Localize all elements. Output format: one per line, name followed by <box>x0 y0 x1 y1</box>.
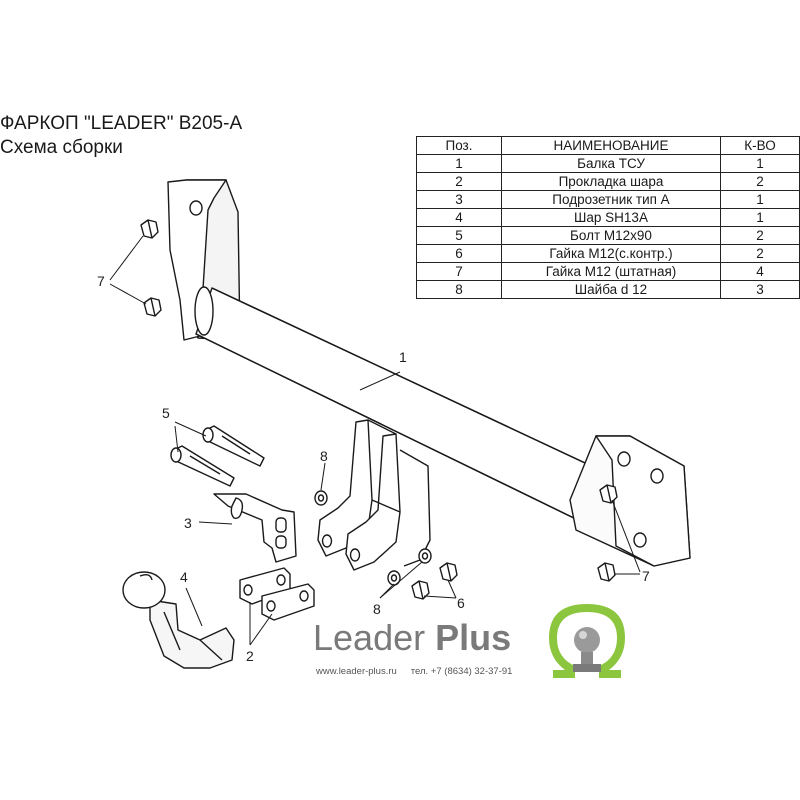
cell-name: Шайба d 12 <box>501 280 721 299</box>
header-name: НАИМЕНОВАНИЕ <box>501 136 721 155</box>
nut-left-upper <box>140 219 159 239</box>
bolt-upper <box>202 425 265 467</box>
callout-8-upper: 8 <box>320 448 328 464</box>
callout-8-lower: 8 <box>373 601 381 617</box>
cell-pos: 8 <box>416 280 502 299</box>
callout-3: 3 <box>184 515 192 531</box>
callout-2: 2 <box>246 648 254 664</box>
leader-lines <box>109 235 641 646</box>
washer-middle <box>418 548 432 564</box>
callout-1: 1 <box>399 349 407 365</box>
drawing-title: ФАРКОП "LEADER" B205-A Схема сборки <box>0 112 242 160</box>
right-mount-plate <box>569 435 691 567</box>
brand-name-light: Leader <box>313 617 426 658</box>
bolt-lower <box>170 445 235 487</box>
callout-7-right: 7 <box>642 568 650 584</box>
brand-contacts: www.leader-plus.ru тел. +7 (8634) 32-37-9… <box>316 666 512 677</box>
socket-bracket <box>213 493 297 563</box>
nut-lock-upper <box>439 562 458 582</box>
ball-mount-plates <box>317 419 431 571</box>
nut-lock-lower <box>411 580 430 600</box>
tow-ball <box>122 571 235 669</box>
cell-qty: 3 <box>720 280 800 299</box>
ball-spacer-2 <box>261 583 315 621</box>
website-text: www.leader-plus.ru <box>316 666 397 677</box>
callout-5: 5 <box>162 405 170 421</box>
cell-name: Подрозетник тип А <box>501 190 721 209</box>
washer-upper <box>314 490 328 506</box>
washer-lower <box>387 570 401 586</box>
brand-name: Leader Plus <box>313 617 511 659</box>
nut-right-upper <box>599 484 618 504</box>
omega-ball-logo-icon <box>549 604 625 678</box>
title-line-1: ФАРКОП "LEADER" B205-A <box>0 113 243 134</box>
cell-name: Гайка М12 (штатная) <box>501 262 721 281</box>
nut-left-lower <box>143 297 162 317</box>
nut-right-lower <box>597 562 616 582</box>
brand-name-bold: Plus <box>435 617 512 658</box>
callout-4: 4 <box>180 569 188 585</box>
title-line-2: Схема сборки <box>0 137 123 158</box>
callout-6: 6 <box>457 595 465 611</box>
callout-7-left: 7 <box>97 273 105 289</box>
phone-text: тел. +7 (8634) 32-37-91 <box>410 666 513 677</box>
